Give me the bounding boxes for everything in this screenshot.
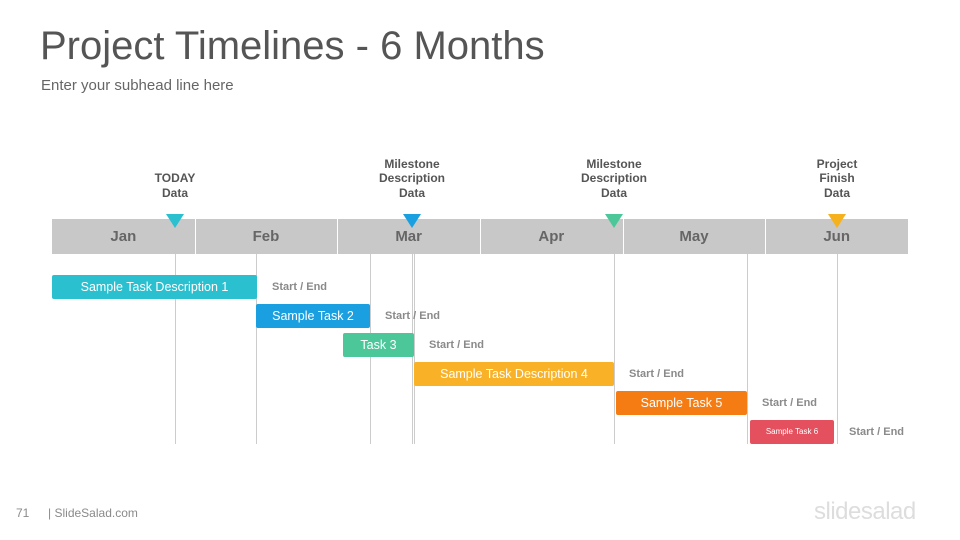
slide-title: Project Timelines - 6 Months (40, 24, 545, 68)
footer-brand: | SlideSalad.com (48, 506, 138, 520)
month-apr: Apr (538, 228, 565, 245)
month-separator (623, 219, 624, 254)
footer: 71 | SlideSalad.com (16, 506, 138, 520)
marker-guide-line (175, 254, 176, 444)
month-jun: Jun (823, 228, 850, 245)
page-number: 71 (16, 506, 30, 520)
task-bar-2[interactable]: Sample Task 2 (256, 304, 370, 328)
task-date-label-6: Start / End (849, 426, 905, 438)
task-boundary-line (747, 254, 748, 444)
month-separator (480, 219, 481, 254)
task-bar-5[interactable]: Sample Task 5 (616, 391, 747, 415)
task-date-label-1: Start / End (272, 281, 328, 293)
month-bar: Jan Feb Mar Apr May Jun (52, 219, 908, 254)
month-separator (195, 219, 196, 254)
slidesalad-logo: slidesalad (814, 498, 916, 525)
month-separator (337, 219, 338, 254)
task-bar-6[interactable]: Sample Task 6 (750, 420, 834, 444)
month-may: May (679, 228, 709, 245)
task-bar-4[interactable]: Sample Task Description 4 (414, 362, 614, 386)
marker-guide-line (837, 254, 838, 444)
task-boundary-line (414, 254, 415, 444)
marker-triangle-icon (403, 214, 421, 228)
task-date-label-3: Start / End (429, 339, 485, 351)
task-bar-1[interactable]: Sample Task Description 1 (52, 275, 257, 299)
marker-triangle-icon (166, 214, 184, 228)
task-boundary-line (256, 254, 257, 444)
marker-triangle-icon (605, 214, 623, 228)
task-date-label-5: Start / End (762, 397, 818, 409)
slide-subtitle: Enter your subhead line here (41, 77, 234, 94)
month-mar: Mar (395, 228, 422, 245)
month-feb: Feb (252, 228, 280, 245)
month-jan: Jan (110, 228, 137, 245)
task-date-label-2: Start / End (385, 310, 441, 322)
marker-guide-line (614, 254, 615, 444)
month-separator (765, 219, 766, 254)
task-bar-3[interactable]: Task 3 (343, 333, 414, 357)
task-date-label-4: Start / End (629, 368, 685, 380)
marker-triangle-icon (828, 214, 846, 228)
